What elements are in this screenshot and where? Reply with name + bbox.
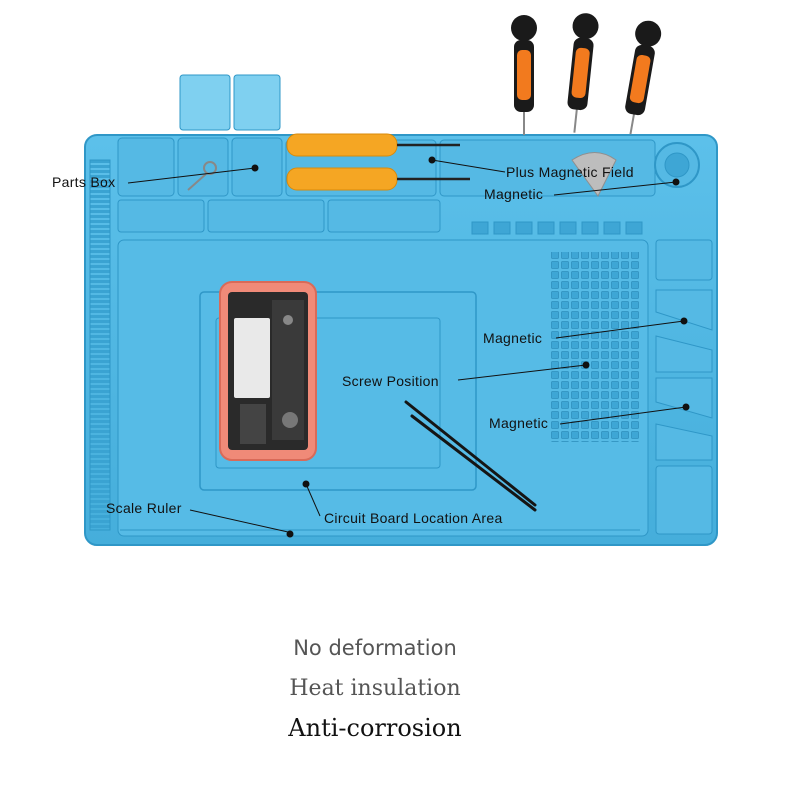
parts-box-compartment [117, 137, 175, 197]
callout-plus-magnetic-field: Plus Magnetic Field [506, 164, 634, 180]
tweezers-image [404, 400, 537, 512]
feature-no-deformation: No deformation [293, 636, 457, 660]
callout-circuit-board-location-area: Circuit Board Location Area [324, 510, 503, 526]
parts-box-lid [179, 74, 231, 131]
scale-ruler-ribs [90, 160, 110, 530]
feature-anti-corrosion: Anti-corrosion [288, 714, 462, 742]
smartphone-image [219, 281, 317, 461]
callout-screw-position: Screw Position [342, 373, 439, 389]
callout-magnetic-top: Magnetic [484, 186, 544, 202]
callout-magnetic-lower: Magnetic [489, 415, 549, 431]
callout-magnetic-middle: Magnetic [483, 330, 543, 346]
feature-heat-insulation: Heat insulation [289, 676, 461, 701]
sim-eject-pin [187, 161, 217, 191]
yellow-screwdrivers [286, 133, 470, 191]
callout-parts-box: Parts Box [52, 174, 116, 190]
pry-pick [571, 152, 617, 197]
repair-mat-illustration [84, 13, 718, 546]
magnetic-screw-grid [550, 252, 640, 442]
precision-screwdrivers [511, 13, 662, 135]
callout-scale-ruler: Scale Ruler [106, 500, 182, 516]
circuit-board-location-area [199, 291, 477, 491]
